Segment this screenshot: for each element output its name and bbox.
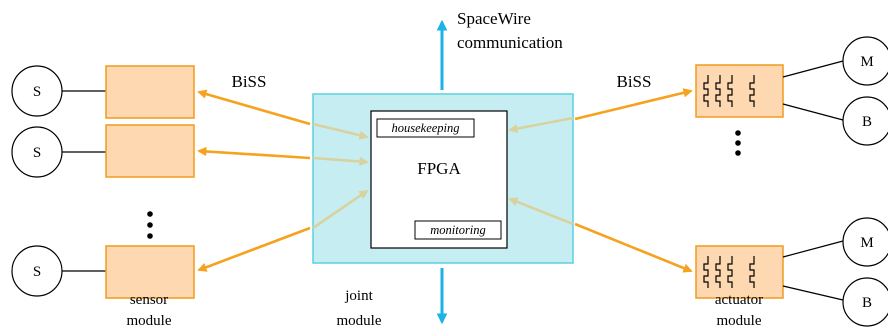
spacewire-label-line2: communication (457, 33, 563, 52)
motor-brake-group-1: M B (782, 36, 888, 146)
internal-arrow-5 (508, 197, 574, 226)
brake-label: B (862, 295, 872, 311)
internal-arrow-3 (312, 189, 369, 230)
sensor-circle (11, 245, 63, 297)
sensor-label: S (33, 84, 41, 100)
internal-arrow-4 (508, 116, 574, 134)
motor-circle (842, 36, 888, 86)
brake-circle (842, 277, 888, 327)
joint-module-label-line1: joint (344, 288, 373, 304)
sensor-module-box-1 (105, 65, 195, 119)
actuator-module-box-1 (695, 64, 784, 118)
actuator-ellipsis (735, 130, 741, 156)
biss-label-left: BiSS (232, 72, 267, 91)
joint-module-label-line2: module (337, 313, 382, 329)
motor-label: M (860, 235, 873, 251)
biss-arrow-actuator-1 (574, 88, 693, 121)
actuator-module-label-line2: module (717, 313, 762, 329)
sensor-module-box-2 (105, 124, 195, 178)
housekeeping-label: housekeeping (391, 121, 459, 135)
monitoring-label: monitoring (430, 223, 486, 237)
sensor-group-3: S (11, 245, 106, 297)
spacewire-label-line1: SpaceWire (457, 9, 531, 28)
motor-label: M (860, 54, 873, 70)
biss-arrow-sensor-3 (197, 226, 311, 272)
sensor-label: S (33, 264, 41, 280)
sensor-ellipsis (147, 211, 153, 239)
sensor-module-label-line1: sensor (130, 292, 168, 308)
biss-arrow-sensor-2 (197, 146, 311, 160)
transistor-array-icon (703, 75, 755, 107)
monitoring-box (414, 220, 502, 240)
sensor-group-2: S (11, 126, 106, 178)
housekeeping-box (376, 118, 475, 138)
internal-arrow-2 (312, 156, 369, 167)
sensor-module-box-3 (105, 245, 195, 299)
biss-arrow-sensor-1 (197, 89, 311, 126)
sensor-module-label-line2: module (127, 313, 172, 329)
motor-brake-group-2: M B (782, 217, 888, 327)
motor-circle (842, 217, 888, 267)
transistor-array-icon (703, 256, 755, 288)
fpga-label: FPGA (417, 159, 461, 178)
actuator-module-label-line1: actuator (715, 292, 763, 308)
sensor-group-1: S (11, 65, 106, 117)
internal-arrow-1 (312, 122, 369, 140)
sensor-circle (11, 65, 63, 117)
brake-label: B (862, 114, 872, 130)
sensor-label: S (33, 145, 41, 161)
biss-label-right: BiSS (617, 72, 652, 91)
brake-circle (842, 96, 888, 146)
sensor-circle (11, 126, 63, 178)
actuator-module-box-2 (695, 245, 784, 299)
biss-arrow-actuator-2 (574, 222, 693, 273)
